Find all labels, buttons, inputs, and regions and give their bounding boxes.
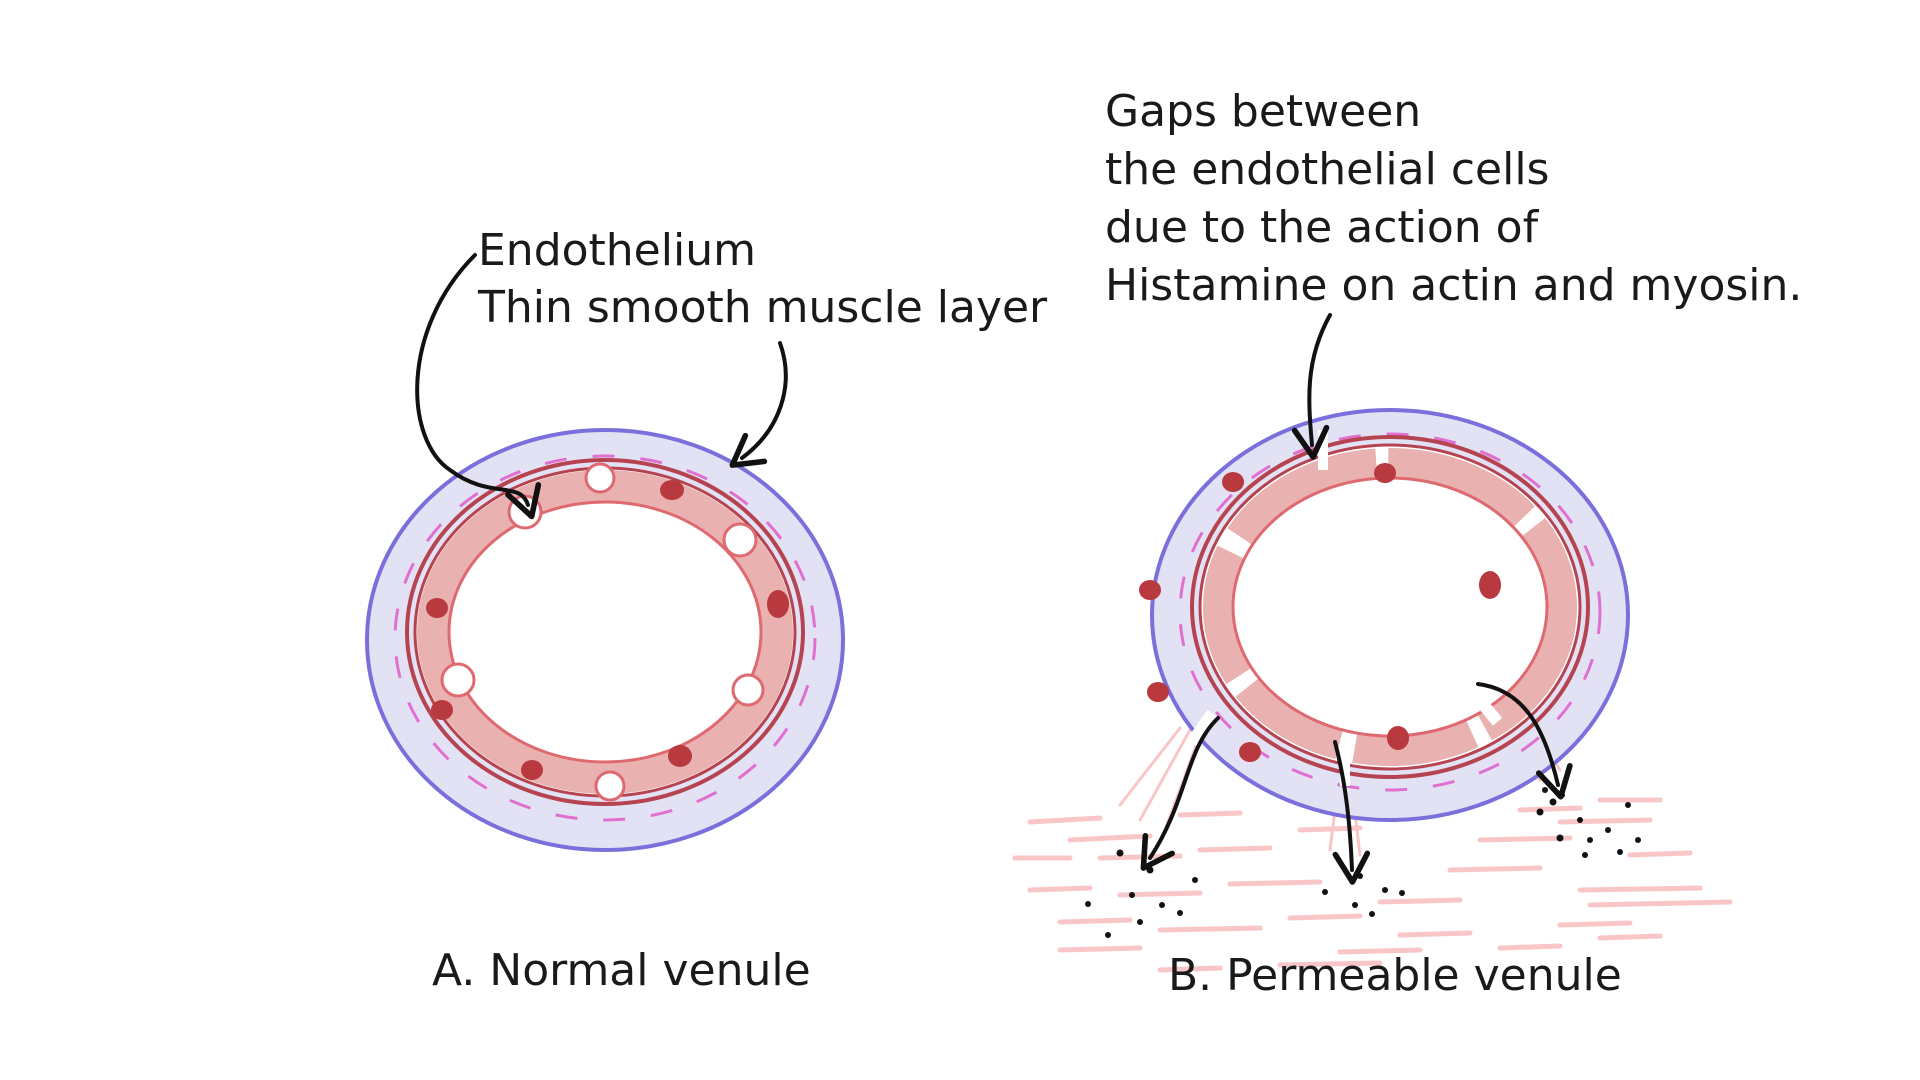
nucleus	[668, 745, 692, 767]
nucleus	[1147, 682, 1169, 702]
normal-venule	[365, 253, 845, 852]
curved-arrow-icon	[1291, 313, 1332, 460]
gaps-label-line-4: Histamine on actin and myosin.	[1105, 260, 1802, 311]
nucleus	[1139, 580, 1161, 600]
curved-arrow-icon	[729, 341, 788, 468]
curved-arrow-icon	[1140, 716, 1220, 871]
nucleus	[1239, 742, 1261, 762]
endothelial-gap	[1340, 746, 1350, 786]
cell-bump	[594, 770, 626, 802]
nucleus	[767, 590, 789, 618]
lumen	[1231, 476, 1549, 738]
permeable-venule	[1012, 313, 1733, 973]
gaps-label-line-1: Gaps between	[1105, 86, 1421, 137]
nucleus	[1222, 472, 1244, 492]
caption-normal-venule: A. Normal venule	[432, 945, 811, 996]
endothelium-label: Endothelium	[478, 225, 756, 276]
nucleus	[431, 700, 453, 720]
cell-bump	[722, 522, 758, 558]
smooth-muscle-label: Thin smooth muscle layer	[477, 282, 1048, 333]
vessel-wall-outer	[405, 458, 805, 806]
endothelial-gap	[1469, 690, 1503, 726]
endothelial-gap	[1186, 709, 1218, 747]
nucleus	[521, 760, 543, 780]
nucleus	[1374, 463, 1396, 483]
nucleus	[1387, 726, 1409, 750]
curved-arrow-icon	[1476, 682, 1573, 800]
exudate-streaks	[1012, 797, 1733, 973]
endothelial-ring	[1203, 448, 1577, 766]
nucleus	[660, 480, 684, 500]
cell-bump	[440, 662, 476, 698]
caption-permeable-venule: B. Permeable venule	[1168, 950, 1622, 1001]
nucleus	[1479, 571, 1501, 599]
cell-bump	[584, 462, 616, 494]
curved-arrow-icon	[415, 253, 542, 520]
cell-bump	[731, 673, 765, 707]
endothelial-gap	[1318, 430, 1328, 470]
smooth-muscle-dashes	[393, 454, 817, 822]
curved-arrow-icon	[1332, 740, 1371, 885]
vessel-wall-outer	[1190, 435, 1590, 779]
nucleus	[426, 598, 448, 618]
gaps-label-line-3: due to the action of	[1105, 202, 1540, 253]
lumen	[447, 500, 763, 764]
smooth-muscle-dashes	[1178, 432, 1602, 792]
gaps-label-line-2: the endothelial cells	[1105, 144, 1549, 195]
